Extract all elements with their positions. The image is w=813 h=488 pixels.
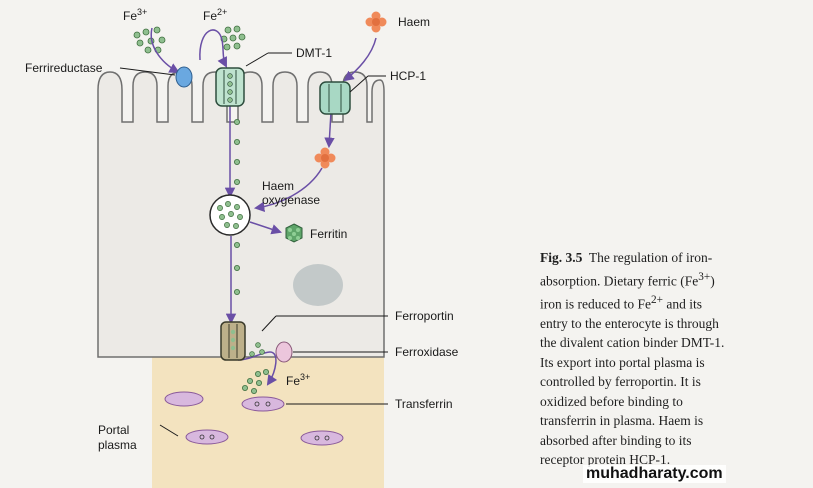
site-watermark: muhadharaty.com — [583, 465, 726, 483]
hcp1-transporter — [319, 81, 351, 115]
caption-fig-number: Fig. 3.5 — [540, 250, 583, 265]
caption-line: receptor protein HCP-1. — [540, 452, 671, 467]
haem-icon — [365, 11, 387, 33]
caption-line: entry to the enterocyte is through — [540, 315, 719, 331]
label-haem-oxygenase-line1: Haem — [262, 179, 294, 193]
fe3-dots-plasma — [241, 368, 269, 394]
label-ferroportin: Ferroportin — [395, 309, 454, 323]
label-hcp1: HCP-1 — [390, 69, 426, 83]
haem-icon-intracellular — [314, 147, 336, 169]
arrow-ferroportin-to-transferrin — [237, 351, 278, 386]
caption-line: The regulation of iron- — [588, 250, 713, 265]
iron-dots-export — [249, 342, 265, 357]
dmt1-transporter — [215, 67, 245, 107]
fe2-dots-top — [220, 25, 246, 51]
iron-dots-cytoplasm — [233, 119, 240, 295]
caption-line: absorbed after binding to its — [540, 432, 692, 448]
arrow-haem-to-hcp1 — [343, 37, 377, 82]
label-fe2-top: Fe2+ — [203, 7, 227, 23]
label-fe3-bottom: Fe3+ — [286, 372, 310, 388]
figure-caption: Fig. 3.5 The regulation of iron- absorpt… — [540, 248, 805, 470]
ferroxidase-protein — [275, 341, 293, 363]
fe3-dots-top — [133, 26, 166, 54]
nucleus — [293, 264, 343, 306]
caption-line: Its export into portal plasma is — [540, 354, 705, 370]
portal-plasma-region — [152, 357, 384, 488]
label-portal-line1: Portal — [98, 423, 129, 437]
caption-line: the divalent cation binder DMT-1. — [540, 335, 725, 350]
label-transferrin: Transferrin — [395, 397, 453, 411]
caption-line: oxidized before binding to — [540, 393, 683, 409]
label-ferroxidase: Ferroxidase — [395, 345, 459, 359]
arrow-haem-to-vesicle — [253, 167, 323, 213]
leader-lines — [119, 52, 388, 437]
caption-line: transferrin in plasma. Haem is — [540, 413, 704, 428]
caption-line: controlled by ferroportin. It is — [540, 374, 701, 389]
ferrireductase-protein — [175, 66, 193, 88]
arrow-fe3-to-ferrireductase — [150, 27, 180, 74]
iron-vesicle — [209, 194, 251, 236]
arrow-fe2-into-dmt1 — [199, 29, 227, 68]
caption-line: absorption. Dietary ferric (Fe3+) — [540, 270, 715, 289]
label-ferrireductase: Ferrireductase — [25, 61, 103, 75]
ferroportin-transporter — [220, 321, 246, 361]
label-ferritin: Ferritin — [310, 227, 347, 241]
label-haem-top: Haem — [398, 15, 430, 29]
label-haem-oxygenase-line2: oxygenase — [262, 193, 320, 207]
ferritin-icon — [285, 223, 303, 243]
label-portal-line2: plasma — [98, 438, 137, 452]
label-fe3-top: Fe3+ — [123, 7, 147, 23]
transferrin-molecules — [164, 391, 344, 446]
label-dmt1: DMT-1 — [296, 46, 332, 60]
caption-line: iron is reduced to Fe2+ and its — [540, 293, 702, 312]
arrow-vesicle-to-ferritin — [249, 221, 282, 235]
arrow-hcp1-to-haem — [324, 111, 335, 149]
